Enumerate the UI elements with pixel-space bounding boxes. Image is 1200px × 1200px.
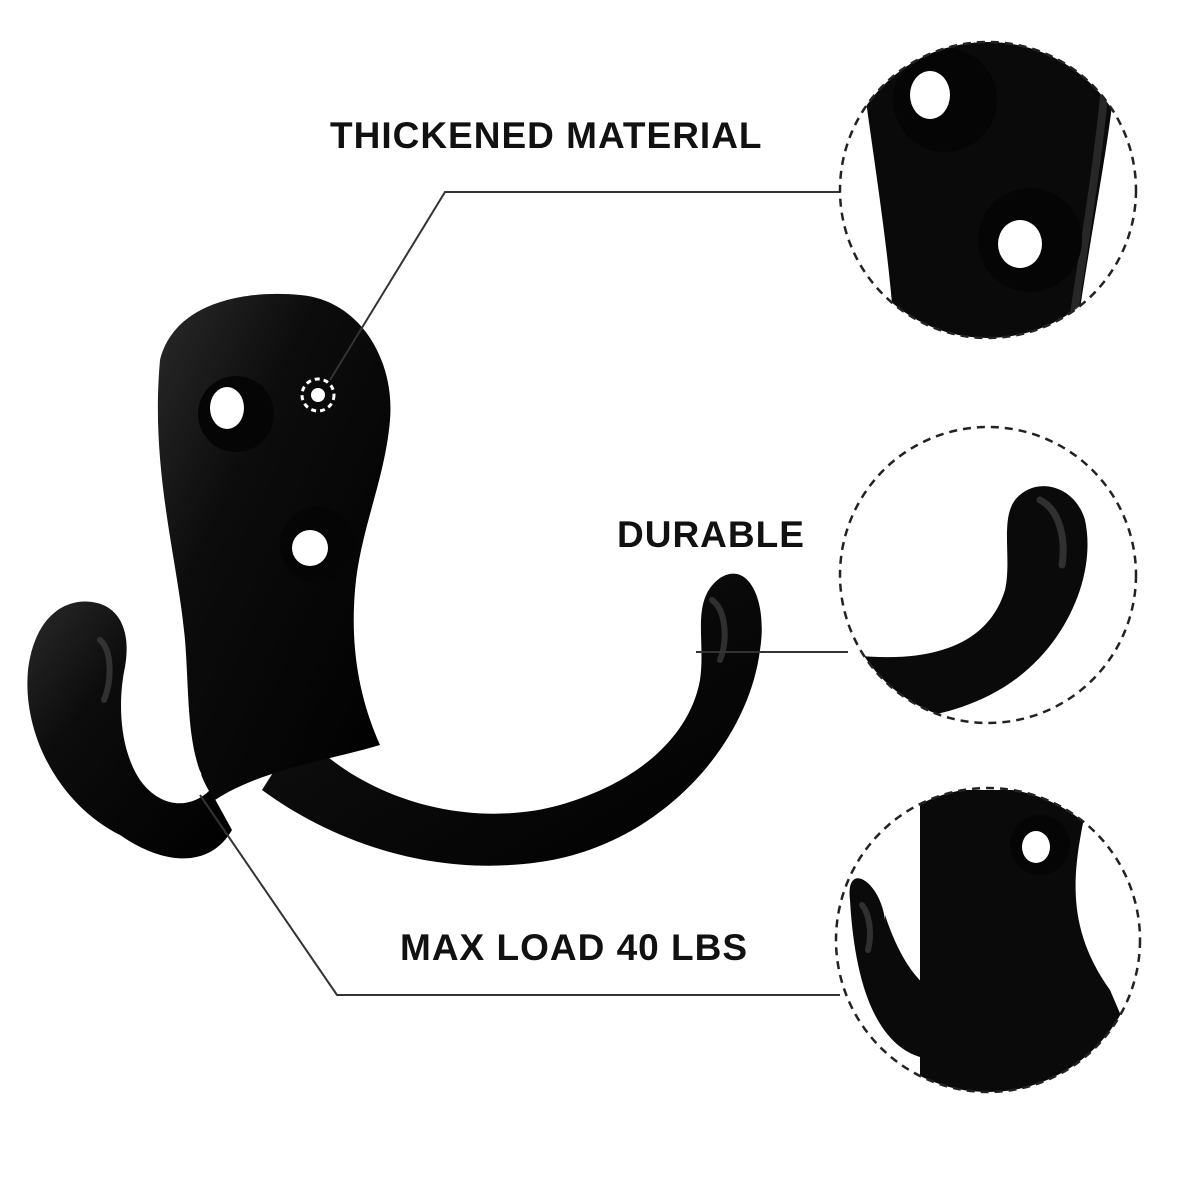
right-arm bbox=[262, 573, 762, 866]
callout-marker-thickened bbox=[300, 377, 336, 413]
left-prong bbox=[27, 601, 232, 859]
label-max-load: MAX LOAD 40 LBS bbox=[400, 927, 748, 968]
double-robe-hook bbox=[27, 293, 762, 866]
detail-circle-max-load bbox=[834, 786, 1142, 1094]
label-durable: DURABLE bbox=[617, 514, 805, 555]
callout-marker-durable bbox=[662, 634, 698, 670]
detail-circle-thickened bbox=[838, 40, 1138, 340]
leader-line-max-load bbox=[199, 794, 840, 996]
leader-line-thickened bbox=[329, 191, 840, 381]
screw-hole-lower bbox=[280, 507, 356, 583]
detail-circle-durable bbox=[838, 425, 1138, 725]
callout-marker-max-load bbox=[167, 762, 203, 798]
screw-hole-upper bbox=[198, 376, 274, 452]
label-thickened-material: THICKENED MATERIAL bbox=[330, 115, 763, 156]
